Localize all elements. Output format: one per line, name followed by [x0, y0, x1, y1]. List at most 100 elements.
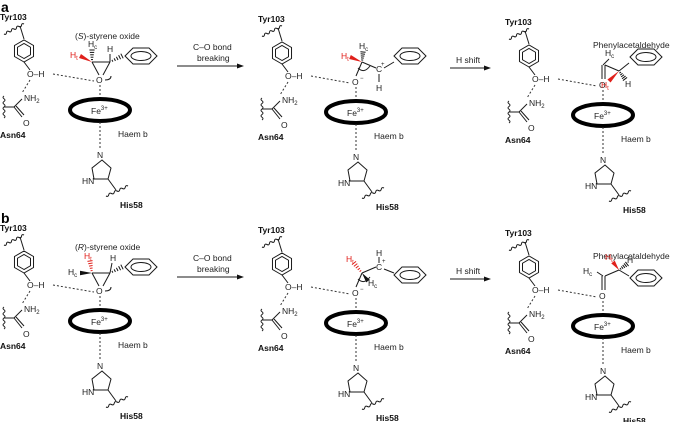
his-hn-label: HN — [585, 181, 597, 191]
imidazole-ring-icon — [347, 161, 368, 182]
substrate-label: (R)-styrene oxide — [75, 242, 140, 252]
carbocation-c: C — [376, 262, 382, 272]
tyrosine-ring-icon — [271, 252, 293, 276]
negative-charge: − — [360, 287, 364, 293]
ht-label: Ht — [601, 80, 609, 92]
tyr103-label: Tyr103 — [258, 14, 285, 24]
his-hn-label: HN — [338, 389, 350, 399]
haem-ring-icon — [571, 313, 635, 339]
bond — [604, 64, 620, 72]
bond — [102, 61, 111, 76]
arrow-1-label-line-2: breaking — [197, 53, 230, 63]
his58-label: His58 — [623, 205, 646, 215]
h-bond-tyr-substrate — [557, 289, 598, 298]
tyrosine-ring-inner — [17, 42, 31, 60]
h-bond-asn-tyr — [526, 295, 536, 310]
haem-b-label: Haem b — [374, 342, 404, 352]
bond — [19, 25, 25, 40]
arrow-1-label-line-1: C–O bond — [193, 42, 232, 52]
ht-label: Ht — [341, 51, 349, 63]
iron-label: Fe3+ — [594, 322, 611, 332]
tyrosine-ring-inner — [275, 255, 289, 273]
haem-b-label: Haem b — [621, 345, 651, 355]
arrow-1-label-line-2: breaking — [197, 264, 230, 274]
aromatic-circle — [130, 262, 152, 272]
backbone-wavy-icon — [608, 190, 632, 202]
tyrosine-ring-icon — [13, 250, 35, 274]
reaction-arrow-2: H shift — [450, 266, 491, 282]
hash-mark — [111, 270, 114, 273]
hash-mark — [353, 263, 358, 267]
bond — [271, 319, 281, 331]
asn-amine-label: NH2 — [24, 93, 40, 105]
h-bond-tyr-substrate — [557, 78, 598, 87]
carbocation-c: C — [376, 64, 382, 74]
haem-b: Fe3+Haem b — [324, 87, 404, 152]
negative-charge: − — [360, 76, 364, 82]
tyrosine-ring-inner — [522, 47, 536, 65]
panel-label: b — [1, 210, 10, 226]
h-label: H — [627, 255, 633, 265]
asn-carbonyl-o: O — [23, 118, 30, 128]
arrowhead-icon — [237, 63, 244, 69]
asn64-label: Asn64 — [505, 346, 531, 356]
phenyl-ring-icon — [393, 266, 427, 284]
tyrosine-ring-inner — [275, 44, 289, 62]
haem-b: Fe3+Haem b — [68, 296, 148, 361]
hash-mark — [113, 269, 116, 273]
hc-hashed-bond — [89, 49, 95, 61]
hash-mark — [120, 53, 124, 59]
hc-label: Hc — [368, 278, 377, 290]
tyrosine-ring-icon — [518, 255, 540, 279]
bond — [520, 321, 530, 332]
hash-mark — [87, 260, 93, 262]
hash-mark — [120, 264, 124, 270]
hash-mark — [619, 71, 622, 74]
tyr-hydroxyl-label: O–H — [532, 74, 549, 84]
his58-label: His58 — [120, 411, 143, 421]
bond — [518, 314, 528, 324]
arrow-2-label: H shift — [456, 55, 481, 65]
bond — [13, 309, 23, 319]
benzene-outline — [393, 47, 427, 65]
bond — [277, 27, 283, 42]
bond — [107, 178, 117, 191]
hc-label: Hc — [583, 266, 592, 278]
h-bond-tyr-substrate — [52, 284, 95, 293]
phenyl-hashed-bond — [111, 264, 124, 273]
hash-mark — [351, 260, 357, 266]
ht-wedge-bond — [79, 54, 92, 62]
bond — [518, 322, 528, 334]
bond — [281, 63, 289, 73]
asn64-label: Asn64 — [258, 343, 284, 353]
bond — [23, 272, 31, 282]
bond — [383, 61, 395, 69]
asn-amine-label: NH2 — [282, 95, 298, 107]
bond — [277, 238, 283, 253]
haem-b-label: Haem b — [118, 129, 148, 139]
tyr103-label: Tyr103 — [0, 223, 27, 233]
h-label: H — [376, 248, 382, 258]
imidazole-ring-icon — [594, 164, 615, 185]
backbone-wavy-icon — [105, 396, 129, 408]
his58-label: His58 — [120, 200, 143, 210]
bond — [596, 271, 604, 277]
bond — [13, 98, 23, 108]
bond — [361, 266, 377, 274]
phenyl-ring-icon — [124, 47, 158, 65]
product-label: Phenylacetaldehyde — [593, 40, 670, 50]
tyr-hydroxyl-label: O–H — [285, 71, 302, 81]
bond — [520, 110, 530, 121]
haem-ring-icon — [68, 97, 132, 123]
